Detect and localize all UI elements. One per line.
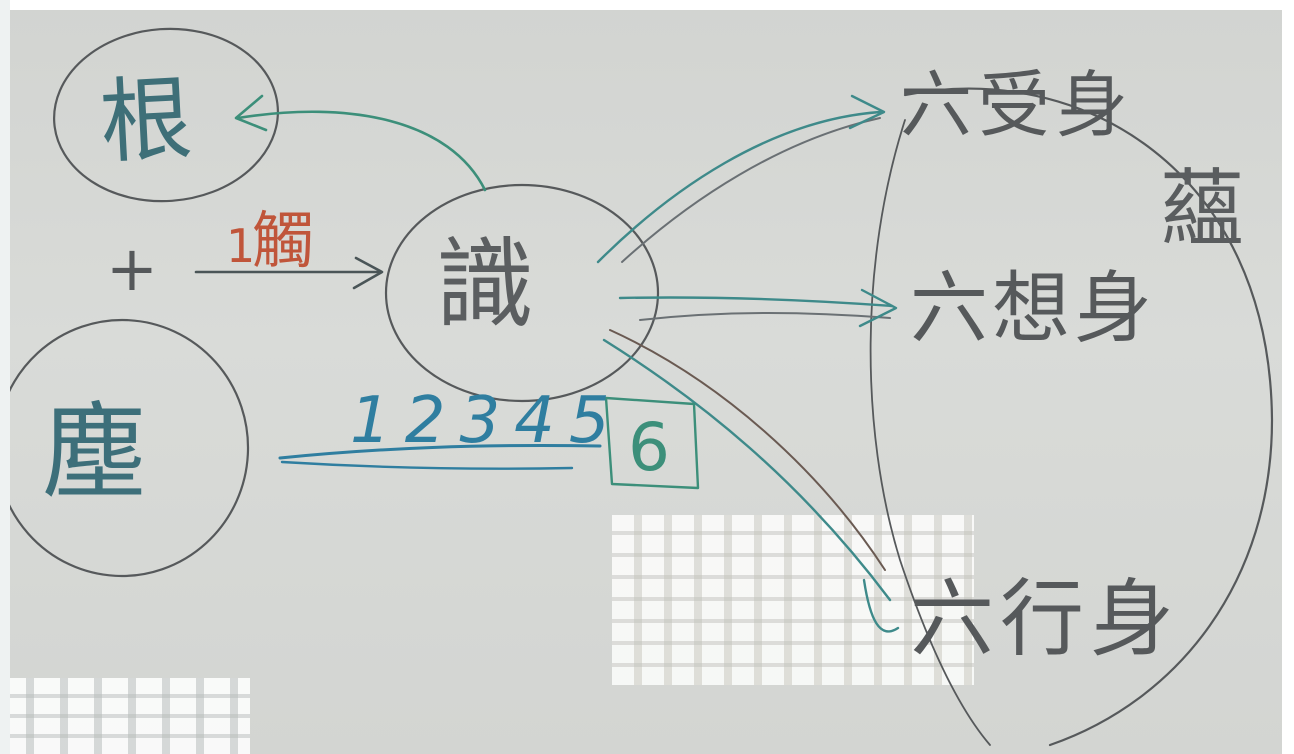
root-label: 根 [97,65,194,177]
feeling-label: 六受身 [900,63,1134,147]
boxed-digit: 6 [628,409,670,486]
consciousness-label: 識 [436,228,534,342]
consciousness-circle [384,183,660,403]
plus-sign: + [106,232,158,305]
aggregate-label: 蘊 [1160,160,1244,258]
arrow-to-formation [602,338,892,602]
aggregate-arc [903,87,1274,747]
perception-label: 六想身 [910,264,1156,354]
touch-prefix: 1 [226,219,255,273]
aggregate-arc-left [869,119,991,746]
touch-label: 觸 [252,204,314,277]
light-reflection [0,678,250,754]
arrow-head [862,578,900,633]
arrow-head [234,94,268,132]
dust-label: 塵 [42,391,146,513]
photo-edge-right [1282,0,1294,754]
root-circle [53,27,279,203]
digits-underline [278,444,602,460]
arrow-to-perception [618,296,894,308]
digits-label: 12345 [350,384,624,458]
dust-circle [0,318,250,578]
photo-edge-top [0,0,1294,10]
arrow-to-feeling [596,110,882,264]
arrow-head [858,288,898,328]
arrow-head [352,256,384,290]
formation-label: 六行身 [910,570,1180,668]
arrow-to-root [236,110,487,192]
photo-edge-left [0,0,10,754]
digit-box [604,396,700,490]
arrow-head [848,94,886,130]
